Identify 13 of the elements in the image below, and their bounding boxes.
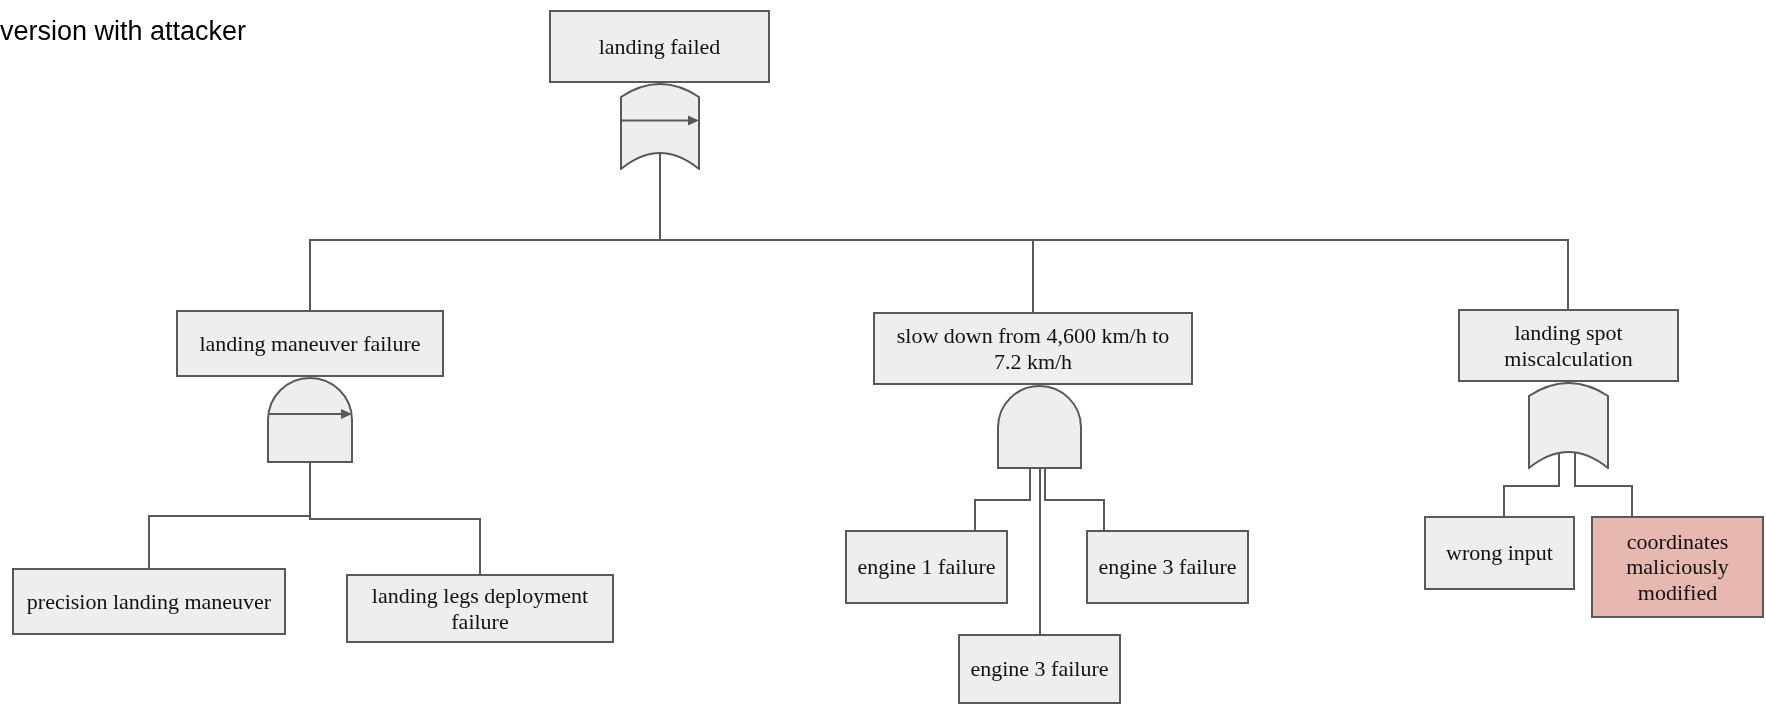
connector-line [1039, 467, 1041, 635]
event-box: coordinates maliciously modified [1591, 516, 1764, 618]
connector-line [1044, 467, 1105, 531]
event-box: precision landing maneuver [12, 568, 286, 635]
connector-line [1503, 451, 1560, 517]
title: version with attacker [0, 18, 247, 45]
event-box: engine 1 failure [845, 530, 1008, 604]
event-box: engine 3 failure [1086, 530, 1249, 604]
event-box: wrong input [1424, 516, 1575, 590]
event-box: engine 3 failure [958, 634, 1121, 704]
connector-line [974, 467, 1031, 531]
event-box: landing legs deployment failure [346, 574, 614, 643]
connector-line [1574, 451, 1633, 517]
